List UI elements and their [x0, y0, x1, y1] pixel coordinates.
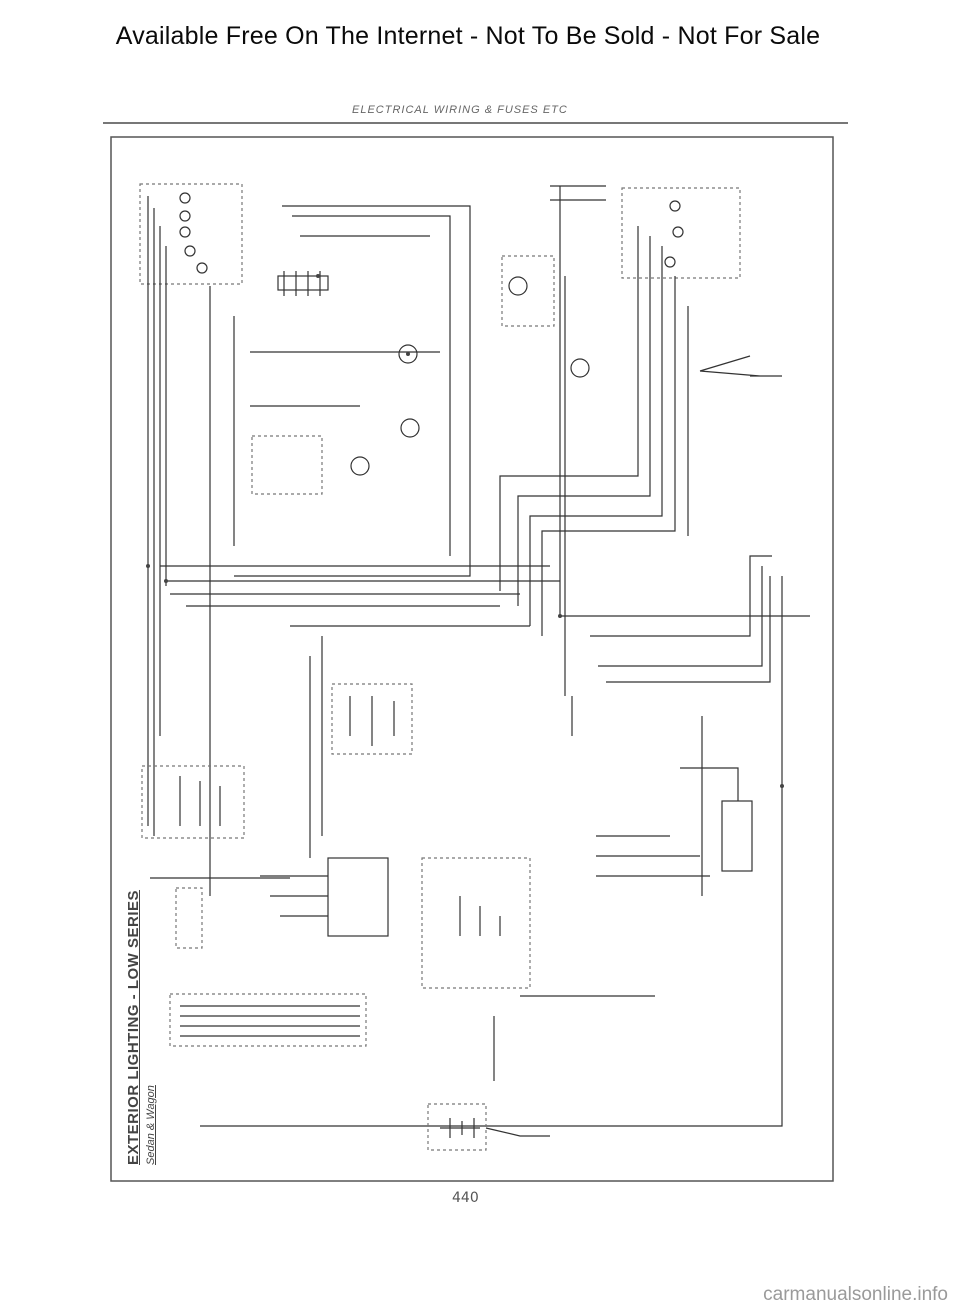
wiring-diagram-drawing: [110, 136, 834, 1182]
lamp-centre-upper: [398, 344, 418, 364]
lamp-group-top-left: [139, 183, 243, 285]
site-watermark: carmanualsonline.info: [763, 1284, 948, 1305]
page-number: 440: [452, 1190, 479, 1206]
diagram-title-block: EXTERIOR LIGHTING - LOW SERIES Sedan & W…: [125, 890, 157, 1165]
flasher-unit-box: [421, 857, 531, 989]
section-heading: ELECTRICAL WIRING & FUSES ETC: [352, 104, 568, 116]
connection-dots: [146, 274, 784, 788]
heading-rule: [103, 122, 848, 124]
lamp-centre-left: [350, 456, 370, 476]
dip-relay-box: [327, 857, 389, 937]
wiring-diagram: [110, 136, 834, 1182]
availability-banner: Available Free On The Internet - Not To …: [115, 22, 821, 50]
diagram-subtitle: Sedan & Wagon: [145, 1085, 157, 1165]
lamp-group-top-right: [621, 187, 741, 279]
headlamp-relay-box: [331, 683, 413, 755]
fuse-block: [277, 275, 329, 291]
diagram-title: EXTERIOR LIGHTING - LOW SERIES: [125, 889, 142, 1165]
lamp-symbols-top-left: [179, 192, 208, 274]
switch-box-top: [501, 255, 555, 327]
lamp-connector-strip: [169, 993, 367, 1047]
lamp-centre-lower: [400, 418, 420, 438]
lamp-right-middle: [570, 358, 590, 378]
relay-right: [721, 800, 753, 872]
diagram-border: [110, 136, 834, 1182]
battery-box: [427, 1103, 487, 1151]
parking-relay-box: [141, 765, 245, 839]
